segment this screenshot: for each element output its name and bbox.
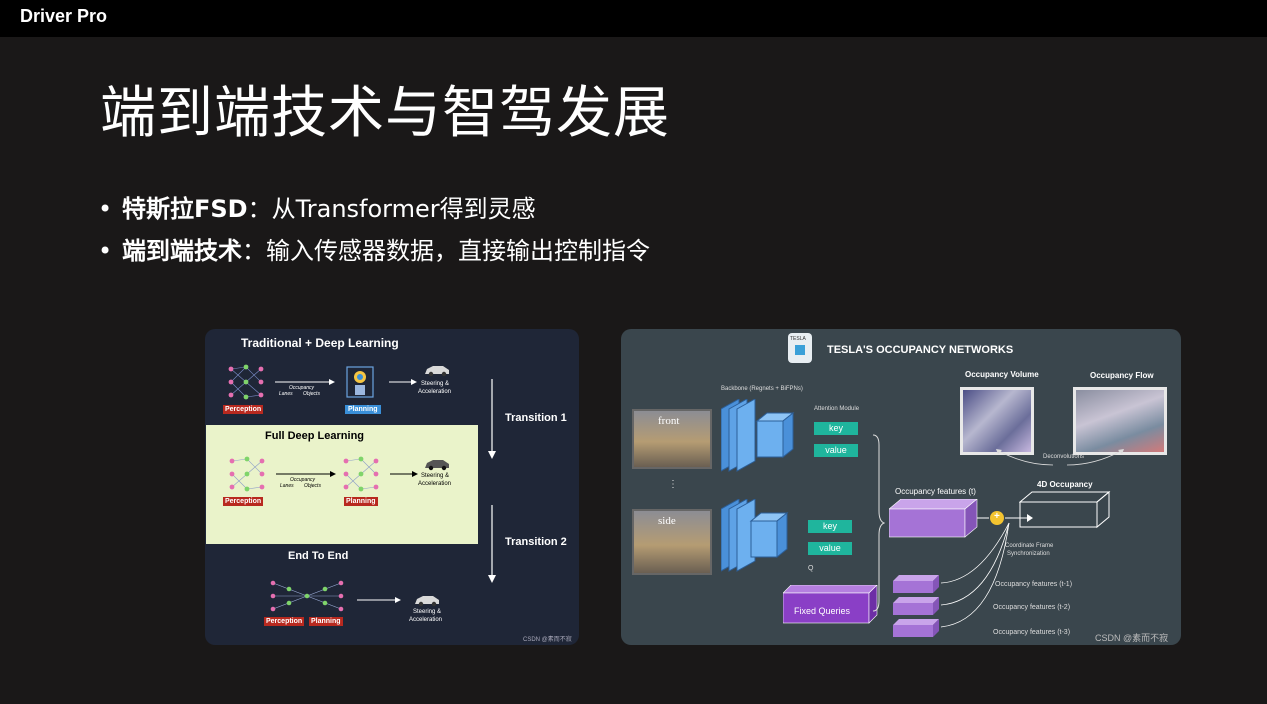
- acceleration-label: Acceleration: [418, 389, 452, 395]
- arrow-icon: [389, 379, 417, 385]
- value-box: value: [814, 444, 858, 457]
- car-icon: [415, 596, 439, 607]
- objects-label: Objects: [304, 483, 321, 489]
- perception-tag: Perception: [223, 405, 264, 414]
- transition-1-label: Transition 1: [505, 412, 567, 424]
- arrow-icon: [276, 471, 336, 477]
- neural-net-icon: [343, 456, 379, 492]
- brace-icon: [872, 434, 885, 612]
- coord-frame-label: Coordinate Frame: [1005, 543, 1054, 549]
- section-title-traditional: Traditional + Deep Learning: [241, 336, 399, 350]
- bullet-dot: •: [98, 195, 113, 223]
- fixed-queries-label: Fixed Queries: [794, 606, 851, 616]
- end-to-end-evolution-figure: Traditional + Deep Learning Perception O…: [205, 329, 579, 645]
- neural-net-icon: [229, 456, 265, 492]
- value-box: value: [808, 542, 852, 555]
- plus-sign: +: [994, 511, 1000, 522]
- perception-tag: Perception: [264, 617, 305, 626]
- planning-tag: Planning: [345, 405, 381, 414]
- slide-title: 端到端技术与智驾发展: [100, 81, 670, 146]
- q-label: Q: [808, 565, 814, 572]
- feature-links: [940, 522, 1010, 628]
- bullet-item: • 端到端技术：输入传感器数据，直接输出控制指令: [98, 234, 650, 276]
- front-camera-image: front: [632, 409, 712, 469]
- top-bar: Driver Pro: [0, 0, 1267, 37]
- acceleration-label: Acceleration: [409, 617, 443, 623]
- bullet-item: • 特斯拉FSD：从Transformer得到灵感: [98, 192, 650, 234]
- acceleration-label: Acceleration: [418, 481, 452, 487]
- occ-4d-block: [1019, 491, 1111, 529]
- key-box: key: [814, 422, 858, 435]
- occ-features-t3-label: Occupancy features (t-3): [993, 629, 1071, 636]
- occ-4d-label: 4D Occupancy: [1037, 480, 1093, 489]
- backbone-blocks: [721, 399, 795, 472]
- attention-label: Attention Module: [814, 406, 860, 412]
- transition-arrow-2: [488, 505, 496, 583]
- fixed-queries-block: [783, 585, 878, 624]
- planning-tag: Planning: [344, 497, 378, 506]
- steering-label: Steering &: [413, 609, 442, 615]
- tesla-logo-mark: [795, 345, 805, 355]
- arrow-icon: [390, 471, 418, 477]
- sync-label: Synchronization: [1007, 551, 1050, 557]
- occ-features-t-label: Occupancy features (t): [895, 487, 976, 496]
- planning-tag: Planning: [309, 617, 343, 626]
- backbone-label: Backbone (Regnets + BiFPNs): [721, 386, 803, 392]
- bullet-text: ：从Transformer得到灵感: [247, 195, 536, 223]
- deconv-label: Deconvolutions: [1043, 454, 1085, 460]
- planning-robot-icon: [346, 366, 374, 398]
- objects-label: Objects: [303, 391, 320, 397]
- occ-flow-label: Occupancy Flow: [1090, 371, 1154, 380]
- bullet-keyword: 特斯拉FSD: [122, 195, 248, 223]
- lanes-label: Lanes: [279, 391, 293, 397]
- tesla-occupancy-network-figure: TESLA TESLA'S OCCUPANCY NETWORKS Backbon…: [621, 329, 1181, 645]
- section-title-full-deep: Full Deep Learning: [265, 430, 365, 442]
- arrow-icon: [357, 597, 401, 603]
- occupancy-label: Occupancy: [289, 385, 315, 391]
- transition-arrow-1: [488, 379, 496, 459]
- key-box: key: [808, 520, 852, 533]
- end-to-end-net-icon: [270, 580, 344, 612]
- backbone-blocks: [721, 499, 789, 572]
- deconv-arrows: [996, 449, 1124, 466]
- plus-node: [977, 511, 1033, 525]
- side-label: side: [658, 515, 676, 527]
- steering-label: Steering &: [421, 381, 450, 387]
- lanes-label: Lanes: [280, 483, 294, 489]
- occupancy-volume-image: [960, 387, 1034, 455]
- car-icon: [425, 366, 449, 377]
- transition-2-label: Transition 2: [505, 536, 567, 548]
- front-label: front: [658, 415, 680, 427]
- occ-volume-label: Occupancy Volume: [965, 370, 1039, 379]
- section-title-end-to-end: End To End: [288, 550, 349, 562]
- bullet-list: • 特斯拉FSD：从Transformer得到灵感 • 端到端技术：输入传感器数据，…: [98, 192, 650, 276]
- occ-features-t2-label: Occupancy features (t-2): [993, 604, 1071, 611]
- full-deep-learning-section: Full Deep Learning Perception Occupancy …: [206, 425, 478, 544]
- ellipsis: ⋮: [668, 479, 678, 490]
- steering-label: Steering &: [421, 473, 450, 479]
- figure-title: TESLA'S OCCUPANCY NETWORKS: [827, 344, 1014, 356]
- tesla-logo-text: TESLA: [790, 336, 806, 342]
- past-features-blocks: [893, 575, 939, 637]
- occ-features-t1-label: Occupancy features (t-1): [995, 581, 1073, 588]
- occupancy-flow-image: [1073, 387, 1167, 455]
- bullet-keyword: 端到端技术: [122, 237, 242, 265]
- bullet-text: ：输入传感器数据，直接输出控制指令: [242, 237, 650, 265]
- car-icon: [425, 460, 449, 471]
- perception-tag: Perception: [223, 497, 264, 506]
- tesla-logo: TESLA: [788, 333, 812, 363]
- app-title: Driver Pro: [20, 6, 108, 26]
- bullet-dot: •: [98, 237, 113, 265]
- side-camera-image: side: [632, 509, 712, 575]
- neural-net-icon: [228, 364, 264, 400]
- watermark: CSDN @素而不寂: [523, 637, 572, 643]
- arrow-icon: [275, 379, 335, 385]
- occ-features-t-block: [889, 499, 978, 538]
- occupancy-label: Occupancy: [290, 477, 316, 483]
- watermark: CSDN @素而不寂: [1095, 633, 1169, 643]
